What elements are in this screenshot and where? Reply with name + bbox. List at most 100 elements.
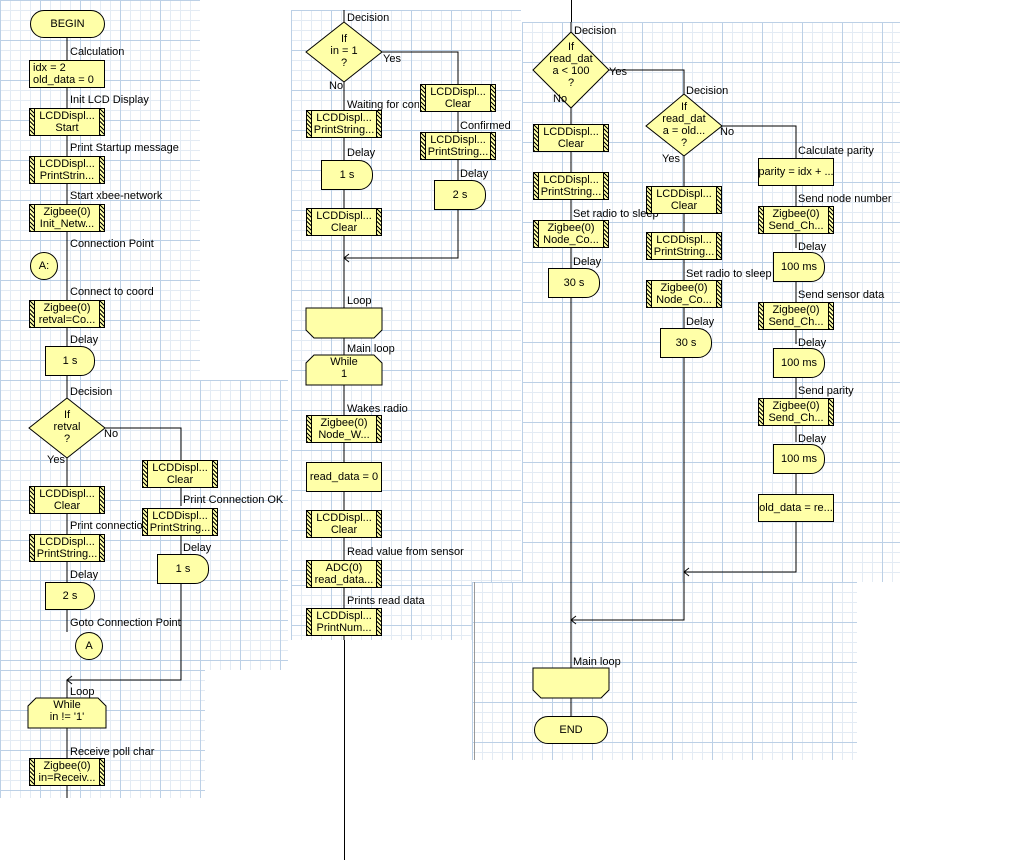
send-sensor-label: Send sensor data: [798, 289, 885, 301]
divider-line: [474, 582, 475, 760]
decision-yes-label: Yes: [609, 66, 627, 78]
print-string-call: LCDDispl...PrintString...: [646, 232, 722, 260]
print-ok-label: Print Connection OK: [183, 494, 284, 506]
confirmed-label: Confirmed: [460, 120, 511, 132]
connect-coord-label: Connect to coord: [70, 286, 154, 298]
lcd-clear-call: LCDDispl...Clear: [306, 208, 382, 236]
lcd-clear-call: LCDDispl...Clear: [29, 486, 105, 514]
delay-node: 2 s: [45, 582, 95, 610]
decision-no-label: No: [329, 80, 344, 92]
print-confirmed-call: LCDDispl...PrintString...: [420, 132, 496, 160]
lcd-clear-call: LCDDispl...Clear: [533, 124, 609, 152]
flow-line: [571, 0, 572, 22]
calculation-label: Calculation: [70, 46, 125, 58]
print-waiting-call: LCDDispl...PrintString...: [306, 110, 382, 138]
decision-label: Decision: [70, 386, 113, 398]
delay-node: 100 ms: [773, 444, 825, 474]
goto-label: Goto Connection Point: [70, 617, 181, 629]
decision-diamond: [532, 31, 610, 109]
print-number-call: LCDDispl...PrintNum...: [306, 608, 382, 636]
decision-yes-label: Yes: [383, 53, 401, 65]
delay-label: Delay: [70, 569, 99, 581]
print-startup-call: LCDDispl...PrintStrin...: [29, 156, 105, 184]
lcd-clear-call: LCDDispl...Clear: [646, 186, 722, 214]
adc-read-call: ADC(0)read_data...: [306, 560, 382, 588]
decision-diamond: [305, 21, 383, 83]
zigbee-wake-call: Zigbee(0)Node_W...: [306, 415, 382, 443]
zigbee-send-call: Zigbee(0)Send_Ch...: [758, 302, 834, 330]
delay-label: Delay: [183, 542, 212, 554]
loop-end-shape: [305, 307, 383, 339]
delay-node: 1 s: [321, 160, 373, 190]
loop-shape: [305, 354, 383, 386]
delay-node: 30 s: [660, 328, 712, 358]
lcd-start-call: LCDDispl...Start: [29, 108, 105, 136]
connection-point-node: A:: [30, 252, 58, 280]
delay-node: 1 s: [45, 346, 95, 376]
old-data-node: old_data = re...: [758, 494, 834, 522]
delay-label: Delay: [798, 241, 827, 253]
zigbee-sleep-call: Zigbee(0)Node_Co...: [533, 220, 609, 248]
flow-connectors: [305, 10, 459, 640]
lcd-clear-call: LCDDispl...Clear: [142, 460, 218, 488]
delay-label: Delay: [347, 147, 376, 159]
parity-label: Calculate parity: [798, 145, 874, 157]
connection-point-label: Connection Point: [70, 238, 154, 250]
print-connection-label: Print connectio: [70, 520, 143, 532]
poll-label: Receive poll char: [70, 746, 155, 758]
zigbee-send-call: Zigbee(0)Send_Ch...: [758, 398, 834, 426]
main-loop-label: Main loop: [347, 343, 395, 355]
waiting-label: Waiting for con: [347, 99, 419, 111]
send-parity-label: Send parity: [798, 385, 854, 397]
parity-node: parity = idx + ...: [758, 158, 834, 186]
loop-label: Loop: [70, 686, 95, 698]
decision-yes-label: Yes: [662, 153, 680, 165]
delay-label: Delay: [70, 334, 99, 346]
decision-no-label: No: [104, 428, 119, 440]
prints-label: Prints read data: [347, 595, 425, 607]
delay-label: Delay: [573, 256, 602, 268]
delay-node: 2 s: [434, 180, 486, 210]
decision-diamond: [28, 397, 106, 459]
sleep-label: Set radio to sleep: [573, 208, 659, 220]
read-data-node: read_data = 0: [306, 462, 382, 492]
wakes-label: Wakes radio: [347, 403, 408, 415]
decision-diamond: [645, 93, 723, 157]
delay-label: Delay: [460, 168, 489, 180]
flow-line: [344, 640, 345, 860]
decision-yes-label: Yes: [47, 454, 65, 466]
flow-connectors: [27, 38, 182, 798]
delay-node: 100 ms: [773, 348, 825, 378]
decision-no-label: No: [720, 126, 735, 138]
delay-label: Delay: [686, 316, 715, 328]
zigbee-sleep-call: Zigbee(0)Node_Co...: [646, 280, 722, 308]
main-loop-label: Main loop: [573, 656, 621, 668]
zigbee-send-call: Zigbee(0)Send_Ch...: [758, 206, 834, 234]
delay-label: Delay: [798, 433, 827, 445]
decision-label: Decision: [574, 25, 617, 37]
delay-node: 100 ms: [773, 252, 825, 282]
delay-label: Delay: [798, 337, 827, 349]
end-node: END: [534, 716, 608, 744]
zigbee-connect-call: Zigbee(0)retval=Co...: [29, 300, 105, 328]
sleep-label: Set radio to sleep: [686, 268, 772, 280]
delay-node: 30 s: [548, 268, 600, 298]
read-sensor-label: Read value from sensor: [347, 546, 464, 558]
loop-shape: [27, 697, 107, 729]
startup-label: Print Startup message: [70, 142, 179, 154]
begin-node: BEGIN: [30, 10, 105, 38]
decision-label: Decision: [686, 85, 729, 97]
decision-label: Decision: [347, 12, 390, 24]
loop-end-shape: [532, 667, 610, 699]
lcd-clear-call: LCDDispl...Clear: [306, 510, 382, 538]
send-node-label: Send node number: [798, 193, 892, 205]
loop-label: Loop: [347, 295, 372, 307]
goto-connection-node: A: [75, 632, 103, 660]
